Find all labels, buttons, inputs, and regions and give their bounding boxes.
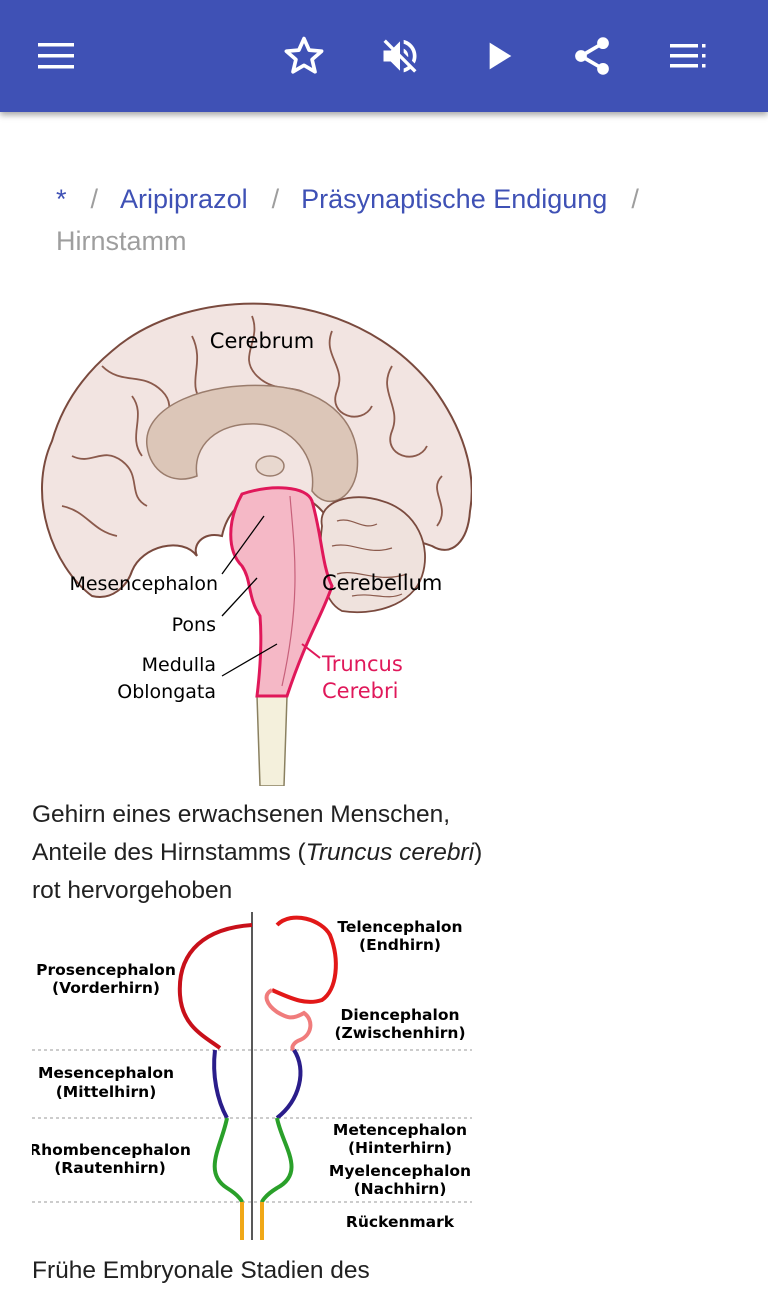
- label-diencephalon-de: (Zwischenhirn): [334, 1024, 465, 1042]
- label-metencephalon-de: (Hinterhirn): [348, 1139, 452, 1157]
- share-icon: [575, 37, 609, 75]
- label-metencephalon: Metencephalon: [333, 1121, 467, 1139]
- leader-lines: [221, 515, 278, 677]
- volume-off-icon: [383, 39, 417, 73]
- breadcrumb-link-home[interactable]: *: [56, 184, 67, 214]
- playlist-icon: [670, 44, 706, 68]
- divider-lines: [32, 1049, 472, 1203]
- mute-button[interactable]: [372, 28, 428, 84]
- label-diencephalon: Diencephalon: [340, 1006, 459, 1024]
- app-toolbar: [0, 0, 768, 112]
- contents-button[interactable]: [660, 28, 716, 84]
- spinal-cord: [256, 695, 288, 786]
- caption-text: ) rot hervorgehoben: [32, 839, 483, 904]
- label-mesencephalon: Mesencephalon: [69, 573, 218, 595]
- embryo-brain-diagram[interactable]: Telencephalon (Endhirn) Prosencephalon (…: [32, 910, 472, 1245]
- label-myelencephalon-de: (Nachhirn): [354, 1180, 447, 1198]
- label-cerebrum: Cerebrum: [210, 329, 314, 353]
- label-cerebri: Cerebri: [322, 679, 398, 703]
- label-rhombencephalon-de: (Rautenhirn): [54, 1159, 166, 1177]
- menu-button[interactable]: [28, 28, 84, 84]
- breadcrumb-link-aripiprazol[interactable]: Aripiprazol: [120, 184, 248, 214]
- caption-text: Gehirn eines erwachsenen Menschen, Antei…: [32, 801, 451, 866]
- label-oblongata: Oblongata: [117, 681, 216, 703]
- caption-italic: Truncus cerebri: [305, 839, 475, 866]
- label-myelencephalon: Myelencephalon: [329, 1162, 471, 1180]
- label-telencephalon: Telencephalon: [337, 918, 462, 936]
- breadcrumb: * / Aripiprazol / Präsynaptische Endigung / Hi…: [56, 178, 716, 262]
- brainstem-shape: [229, 486, 334, 698]
- share-button[interactable]: [564, 28, 620, 84]
- label-truncus: Truncus: [321, 652, 403, 676]
- breadcrumb-separator: /: [631, 184, 639, 214]
- label-prosencephalon: Prosencephalon: [36, 961, 176, 979]
- label-mesencephalon: Mesencephalon: [38, 1064, 174, 1082]
- label-cerebellum: Cerebellum: [322, 571, 442, 595]
- thalamus: [255, 455, 285, 477]
- label-mesencephalon-de: (Mittelhirn): [56, 1083, 157, 1101]
- play-icon: [489, 42, 512, 70]
- star-icon: [284, 36, 324, 74]
- figure2-caption: Frühe Embryonale Stadien des: [32, 1257, 370, 1284]
- label-prosencephalon-de: (Vorderhirn): [52, 979, 160, 997]
- breadcrumb-link-praesynaptische-endigung[interactable]: Präsynaptische Endigung: [301, 184, 608, 214]
- corpus-callosum: [146, 384, 359, 502]
- favorite-button[interactable]: [276, 28, 332, 84]
- breadcrumb-current: Hirnstamm: [56, 226, 187, 256]
- brain-diagram[interactable]: Cerebrum Mesencephalon Pons Medulla Oblo…: [32, 296, 472, 786]
- menu-icon: [38, 43, 74, 69]
- cerebellum-folia: [331, 519, 408, 598]
- breadcrumb-separator: /: [90, 184, 99, 214]
- label-rueckenmark: Rückenmark: [346, 1213, 455, 1231]
- label-rhombencephalon: Rhombencephalon: [32, 1141, 191, 1159]
- label-medulla: Medulla: [142, 654, 216, 676]
- figure1-caption: Gehirn eines erwachsenen Menschen, Antei…: [32, 796, 492, 910]
- label-telencephalon-de: (Endhirn): [359, 936, 441, 954]
- play-button[interactable]: [470, 28, 526, 84]
- label-pons: Pons: [172, 614, 216, 636]
- cerebellum-shape: [319, 496, 426, 614]
- breadcrumb-separator: /: [271, 184, 280, 214]
